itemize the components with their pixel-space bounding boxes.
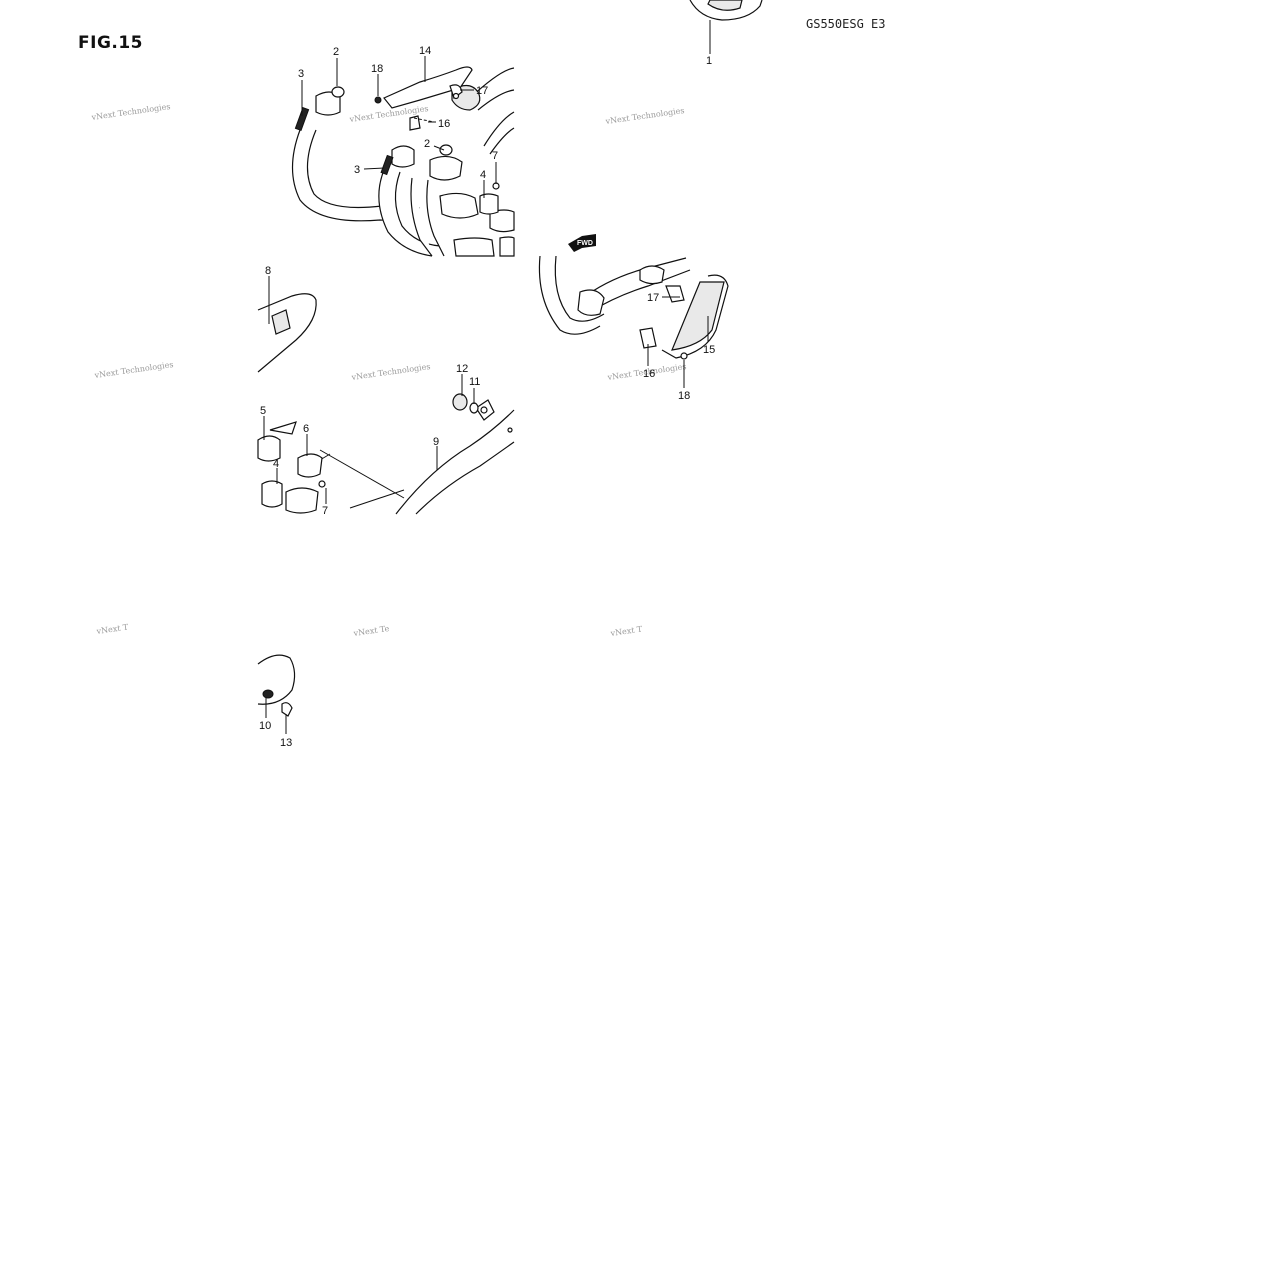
callout-2: 2	[424, 138, 430, 150]
callout-8: 8	[265, 265, 271, 277]
watermark: vNext Technologies	[90, 102, 171, 122]
watermark: vNext Te	[352, 624, 390, 638]
watermark: vNext Technologies	[93, 360, 174, 380]
callout-2: 2	[333, 46, 339, 58]
fwd-arrow-icon: FWD	[568, 234, 596, 252]
callout-3: 3	[354, 164, 360, 176]
callouts: 1 2 3 18 14 17 16 2 3 4 7 8 17 15 16 18 …	[259, 45, 715, 749]
callout-6: 6	[303, 423, 309, 435]
callout-16: 16	[643, 368, 655, 380]
callout-1: 1	[706, 55, 712, 67]
silencer-part-8	[257, 293, 317, 373]
watermark: vNext Technologies	[350, 362, 431, 382]
callout-3: 3	[298, 68, 304, 80]
fwd-label: FWD	[577, 240, 593, 247]
callout-5: 5	[260, 405, 266, 417]
callout-17: 17	[476, 85, 488, 97]
callout-11: 11	[469, 376, 480, 388]
leader-lines	[263, 56, 709, 734]
muffler-part-9	[319, 393, 515, 515]
callout-10: 10	[259, 720, 271, 732]
muffler-end-part-1	[689, 0, 763, 54]
watermark: vNext Technologies	[604, 106, 685, 126]
callout-15: 15	[703, 344, 715, 356]
callout-18: 18	[371, 63, 383, 75]
watermark: vNext T	[95, 623, 129, 637]
watermark: vNext T	[609, 625, 643, 639]
callout-18: 18	[678, 390, 690, 402]
callout-7: 7	[322, 505, 328, 517]
callout-17: 17	[647, 292, 659, 304]
callout-13: 13	[280, 737, 292, 749]
exhaust-pipe-group-right	[538, 255, 729, 360]
callout-9: 9	[433, 436, 439, 448]
callout-16: 16	[438, 118, 450, 130]
model-code: GS550ESG E3	[806, 17, 886, 31]
figure-title: FIG.15	[78, 33, 144, 53]
callout-4: 4	[480, 169, 486, 181]
silencer-end-part-10	[257, 654, 296, 717]
clamp-group-lower	[257, 421, 326, 514]
callout-4: 4	[273, 458, 279, 470]
callout-14: 14	[419, 45, 431, 57]
exhaust-pipe-group-upper	[291, 66, 515, 257]
callout-7: 7	[492, 150, 498, 162]
callout-12: 12	[456, 363, 468, 375]
